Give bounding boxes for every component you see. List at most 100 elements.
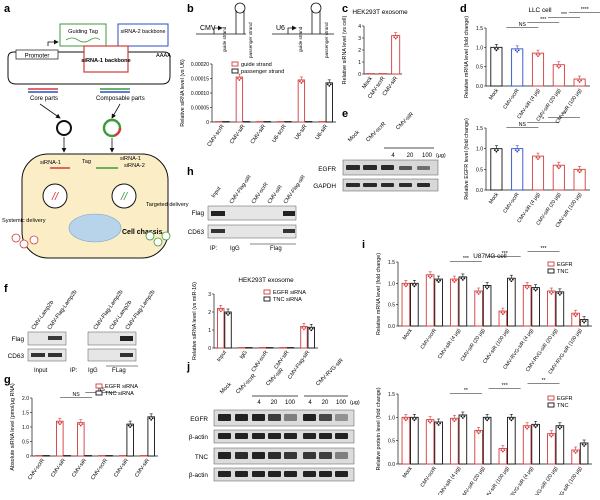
data-point: [558, 67, 560, 69]
data-point: [150, 419, 152, 421]
legend-label: TNC siRNA: [273, 297, 302, 303]
j-dose-b2: 100: [336, 400, 347, 406]
data-point: [497, 149, 499, 151]
data-point: [577, 170, 579, 172]
data-point: [549, 434, 551, 436]
h-flag-ip-label: Flag: [270, 246, 282, 252]
bar: [556, 292, 564, 326]
f-input-label: Input: [34, 368, 48, 374]
y-tick-label: 0: [206, 120, 209, 126]
data-point: [412, 418, 414, 420]
data-point: [560, 426, 562, 428]
panel-letter-d: d: [460, 3, 467, 15]
y-axis-label: Relative EGFR level (fold change): [464, 118, 470, 200]
legend-label: EGFR siRNA: [273, 290, 306, 296]
u6-hairpin-loop: [311, 3, 321, 13]
e-gapdh-label: GAPDH: [313, 183, 336, 190]
bar: [572, 313, 580, 326]
y-axis-label: Relative siRNA level (vs U6): [180, 59, 186, 127]
j-dose-a2: 100: [285, 400, 296, 406]
data-point: [455, 280, 457, 282]
data-point: [556, 166, 558, 168]
f-lane-1: CMV-Flag-Lamp2b: [47, 289, 79, 331]
b-passenger-strand-right: passenger strand: [324, 22, 329, 58]
e-dose-0: 4: [391, 153, 395, 159]
bar: [512, 49, 523, 86]
data-point: [428, 420, 430, 422]
cmv-hairpin-loop: [235, 3, 245, 13]
bar: [548, 434, 556, 464]
systemic-delivery-label: Systemic delivery: [2, 218, 46, 224]
bar: [402, 283, 410, 326]
blot-band: [284, 452, 297, 459]
bar: [512, 149, 523, 190]
data-point: [509, 418, 511, 420]
tag-label: Tag: [82, 159, 91, 165]
j-lane-mock: Mock: [219, 382, 233, 396]
panel-letter-e: e: [342, 108, 348, 120]
blot-band: [252, 414, 265, 421]
data-point: [405, 419, 407, 421]
data-point: [533, 288, 535, 290]
data-point: [463, 278, 465, 280]
blot-band: [335, 471, 348, 477]
x-tick-label: CMV-scrR: [420, 328, 439, 351]
panel-f-blot: CMV-Lamp2b CMV-Flag-Lamp2b CMV-Flag-Lamp…: [8, 289, 157, 374]
sirna2-label: siRNA-2 backbone: [121, 29, 166, 35]
guiding-tag-label: Guiding Tag: [68, 29, 98, 35]
bar: [57, 421, 64, 456]
data-point: [240, 78, 242, 80]
data-point: [300, 82, 302, 84]
y-tick-label: 0: [26, 454, 29, 460]
bar: [411, 417, 419, 464]
legend-label: TNC: [557, 269, 569, 275]
legend-swatch: [96, 384, 102, 388]
data-point: [502, 313, 504, 315]
data-point: [393, 36, 395, 38]
blot-band: [303, 471, 316, 477]
data-point: [528, 426, 530, 428]
data-point: [453, 420, 455, 422]
x-tick-label: CMV-siR (20 μg): [460, 465, 487, 495]
u6-hairpin-stem: [312, 10, 320, 34]
x-tick-label: U6-siR: [315, 124, 330, 141]
data-point: [526, 428, 528, 430]
data-point: [81, 423, 83, 425]
y-tick-label: 1.5: [476, 126, 483, 132]
data-point: [579, 171, 581, 173]
panel-j-blot: Mock CMV-scrR CMV-siR CMV-RVG-siR 4 20 1…: [189, 358, 360, 481]
y-tick-label: 0.00015: [191, 77, 209, 83]
y-tick-label: 2.0: [22, 396, 29, 402]
data-point: [462, 279, 464, 281]
j-lane-sir: CMV-siR: [265, 368, 285, 388]
significance-label: ***: [540, 246, 546, 252]
data-point: [535, 290, 537, 292]
bar: [451, 279, 459, 326]
blot-band: [268, 471, 281, 477]
data-point: [431, 420, 433, 422]
data-point: [406, 284, 408, 286]
data-point: [438, 281, 440, 283]
x-tick-label: CMV-siR: [273, 350, 290, 371]
data-point: [576, 314, 578, 316]
h-lane-0: Input: [211, 185, 223, 199]
panel-letter-b: b: [187, 3, 194, 15]
f-flag-band-left: [48, 336, 62, 340]
data-point: [305, 327, 307, 329]
y-tick-label: 4: [358, 24, 361, 30]
bar: [483, 417, 491, 464]
guiding-tag-box: [60, 24, 106, 46]
data-point: [500, 449, 502, 451]
data-point: [488, 418, 490, 420]
blot-band: [319, 452, 332, 459]
panel-b-schematic: CMV guide strand passenger strand U6 gui…: [196, 3, 334, 58]
f-flag-band-right: [120, 336, 133, 341]
bar: [148, 417, 155, 456]
blot-band: [235, 452, 248, 459]
sirna2-box: [118, 24, 168, 46]
x-tick-label: CMV-Flag-siR: [287, 350, 311, 381]
